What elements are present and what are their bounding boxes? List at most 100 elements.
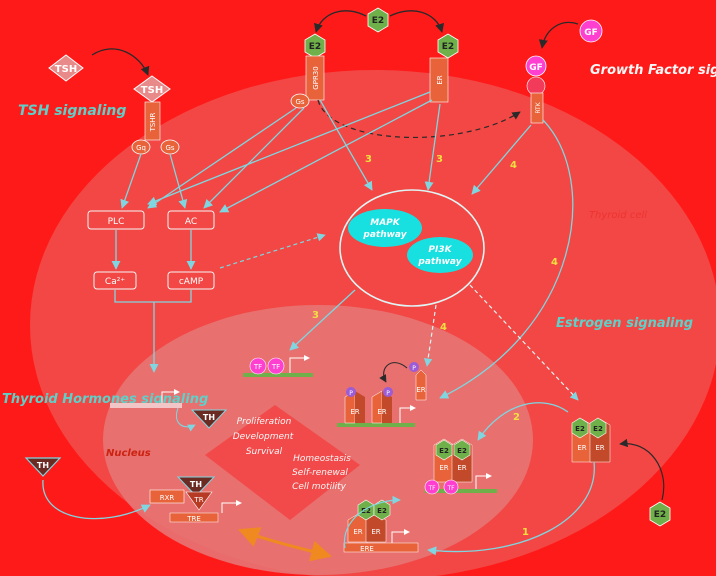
svg-text:TF: TF — [253, 363, 262, 371]
route-4-side: 4 — [551, 257, 558, 268]
hub-to-tf-arrow — [289, 289, 356, 351]
er-phospho-single: ER P — [409, 362, 427, 401]
svg-text:RTK: RTK — [535, 101, 542, 113]
svg-text:E2: E2 — [361, 507, 371, 515]
route-1: 1 — [522, 527, 529, 538]
svg-text:P: P — [386, 390, 390, 397]
hub-to-er-nuclear-arrow — [469, 284, 579, 401]
outcome-proliferation: Proliferation — [237, 417, 292, 427]
svg-text:Gs: Gs — [295, 98, 304, 106]
pathway-hub — [339, 189, 485, 307]
tf-dna-complex: TF TF — [243, 355, 313, 377]
e2-ligand-top: E2 — [367, 7, 389, 33]
outcome-homeostasis: Homeostasis — [293, 454, 351, 464]
tr-rxr-complex: TH RXR TR TRE — [149, 476, 242, 523]
svg-text:AC: AC — [185, 217, 197, 227]
svg-text:pathway: pathway — [362, 230, 407, 240]
effector-arrows — [111, 91, 574, 399]
mapk-pathway: MAPK pathway — [348, 209, 422, 247]
svg-text:ER: ER — [457, 464, 466, 472]
route-4-rtk: 4 — [510, 160, 517, 171]
route-2: 2 — [513, 412, 520, 423]
gq-protein: Gq — [131, 139, 151, 155]
svg-text:GPR30: GPR30 — [312, 66, 320, 89]
route-3-gpr30: 3 — [365, 154, 372, 165]
svg-text:GF: GF — [584, 28, 598, 38]
plc-box: PLC — [87, 210, 145, 230]
svg-text:ER: ER — [353, 528, 362, 536]
svg-text:TRE: TRE — [186, 515, 201, 523]
svg-text:ER: ER — [416, 386, 425, 394]
svg-text:TR: TR — [193, 496, 203, 504]
er-phospho-complex: ER ER P P — [337, 387, 416, 427]
route-3-tf: 3 — [312, 310, 319, 321]
svg-text:E2: E2 — [575, 425, 585, 433]
th-entry-arrow — [42, 479, 151, 520]
svg-text:TH: TH — [203, 413, 215, 422]
svg-text:cAMP: cAMP — [179, 277, 204, 287]
svg-text:TH: TH — [37, 461, 49, 470]
svg-text:TF: TF — [427, 485, 436, 492]
svg-text:ER: ER — [595, 444, 604, 452]
svg-text:E2: E2 — [372, 16, 384, 26]
tsh-bind-arrow — [91, 48, 150, 76]
svg-text:E2: E2 — [377, 507, 387, 515]
svg-text:P: P — [349, 390, 353, 397]
route-4-er: 4 — [440, 322, 447, 333]
outcome-survival: Survival — [246, 447, 283, 457]
svg-text:TSHR: TSHR — [149, 112, 157, 132]
gf-ligand-free: GF — [579, 19, 603, 43]
estrogen-signaling-title: Estrogen signaling — [556, 316, 693, 331]
svg-text:TF: TF — [446, 485, 455, 492]
svg-text:ER: ER — [439, 464, 448, 472]
e2-to-er-arrow — [389, 10, 444, 33]
outcome-cell-motility: Cell motility — [292, 482, 347, 492]
gpr30-receptor: E2 GPR30 — [304, 33, 326, 101]
membrane-dashed-link — [317, 99, 521, 139]
tsh-ligand-free: TSH — [48, 54, 84, 82]
th-ligand-cytosol: TH — [24, 457, 62, 477]
camp-to-pathways-dashed — [219, 233, 326, 269]
svg-text:Gq: Gq — [136, 144, 146, 152]
th-nucleus-loop-arrow — [176, 407, 196, 432]
svg-text:Ca²⁺: Ca²⁺ — [105, 277, 125, 287]
outcome-self-renewal: Self-renewal — [292, 468, 348, 478]
tsh-ligand-bound: TSH — [133, 75, 171, 103]
nucleus-label: Nucleus — [106, 448, 151, 459]
route-1-arrow — [427, 461, 595, 556]
svg-text:RXR: RXR — [160, 494, 175, 502]
th-ligand-nucleus: TH — [190, 409, 228, 429]
outcome-development: Development — [233, 432, 294, 442]
gs-protein-tshr: Gs — [160, 139, 180, 155]
svg-text:ER: ER — [577, 444, 586, 452]
svg-text:ER: ER — [436, 75, 444, 84]
tsh-signaling-title: TSH signaling — [18, 103, 126, 119]
svg-text:P: P — [412, 365, 416, 372]
svg-text:Gs: Gs — [165, 144, 174, 152]
er-e2-tf-complex: ER ER E2 E2 TF TF — [424, 438, 497, 495]
pi3k-pathway: PI3K pathway — [407, 237, 473, 273]
svg-text:MAPK: MAPK — [370, 218, 401, 228]
gs-protein-gpr30: Gs — [290, 93, 310, 109]
svg-text:PLC: PLC — [108, 217, 125, 227]
svg-text:ER: ER — [371, 528, 380, 536]
svg-text:ER: ER — [350, 408, 359, 416]
svg-text:ERE: ERE — [360, 545, 374, 553]
svg-text:TSH: TSH — [55, 64, 77, 75]
outcomes-group-1: Proliferation Development Survival — [233, 417, 294, 457]
camp-box: cAMP — [167, 271, 215, 290]
svg-text:TF: TF — [271, 363, 280, 371]
svg-text:ER: ER — [377, 408, 386, 416]
ere-complex: ER ER E2 E2 ERE — [343, 499, 419, 553]
tshr-receptor: TSHR — [144, 101, 161, 141]
e2-to-gpr30-arrow — [314, 10, 367, 33]
outcomes-group-2: Homeostasis Self-renewal Cell motility — [292, 454, 351, 492]
er-phospho-loop-arrow — [379, 362, 408, 383]
svg-text:PI3K: PI3K — [428, 245, 452, 255]
thyroid-cell-label: Thyroid cell — [589, 210, 647, 221]
svg-text:TSH: TSH — [141, 85, 163, 96]
ere-upstream-arrow — [343, 495, 401, 549]
svg-text:E2: E2 — [457, 447, 467, 455]
